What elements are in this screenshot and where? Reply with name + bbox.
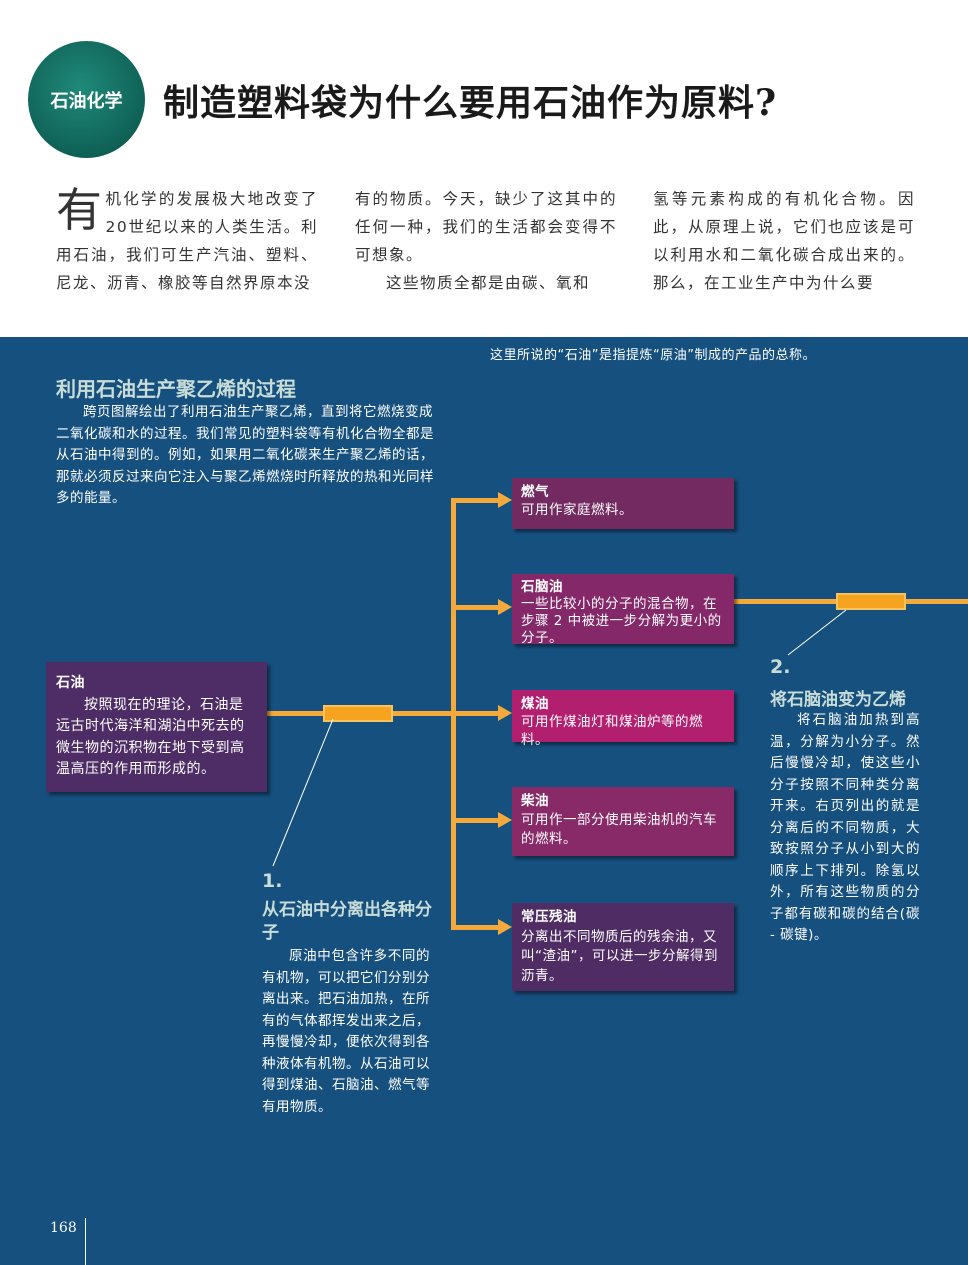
product-desc: 可用作煤油灯和煤油炉等的燃料。	[521, 714, 703, 748]
product-box-gas: 燃气可用作家庭燃料。	[512, 478, 734, 529]
page-number: 168	[50, 1220, 77, 1236]
connector-branch	[451, 711, 499, 716]
step2-title: 将石脑油变为乙烯	[770, 690, 906, 710]
source-body: 按照现在的理论，石油是远古时代海洋和湖泊中死去的微生物的沉积物在地下受到高温高压…	[56, 696, 245, 778]
arrow-icon	[498, 492, 512, 508]
connector-branch	[451, 818, 499, 823]
arrow-icon	[498, 812, 512, 828]
step2-marker	[836, 593, 906, 610]
source-box-petroleum: 石油 按照现在的理论，石油是远古时代海洋和湖泊中死去的微生物的沉积物在地下受到高…	[46, 662, 267, 792]
product-box-diesel: 柴油可用作一部分使用柴油机的汽车的燃料。	[512, 787, 734, 856]
product-name: 煤油	[521, 696, 549, 712]
arrow-icon	[498, 599, 512, 615]
intro-text: 这些物质全都是由碳、氧和	[386, 274, 591, 292]
product-name: 燃气	[521, 484, 549, 500]
diagram-panel	[0, 337, 968, 1265]
category-badge: 石油化学	[28, 41, 145, 158]
step1-body: 原油中包含许多不同的有机物，可以把它们分别分离出来。把石油加热，在所有的气体都挥…	[262, 948, 430, 1115]
intro-text: 有的物质。今天，缺少了这其中的任何一种，我们的生活都会变得不可想象。	[355, 190, 617, 264]
connector-branch	[451, 925, 499, 930]
product-name: 常压残油	[521, 909, 577, 925]
section-title: 利用石油生产聚乙烯的过程	[56, 377, 296, 401]
connector-branch	[451, 605, 499, 610]
product-desc: 可用作家庭燃料。	[521, 502, 633, 518]
source-title: 石油	[56, 675, 85, 691]
intro-column-2: 有的物质。今天，缺少了这其中的任何一种，我们的生活都会变得不可想象。这些物质全都…	[355, 185, 617, 297]
connector-branch	[451, 498, 499, 503]
footnote: 这里所说的“石油”是指提炼“原油”制成的产品的总称。	[490, 348, 816, 363]
step1-marker	[323, 705, 393, 722]
step1-number: 1.	[262, 870, 283, 892]
arrow-icon	[498, 705, 512, 721]
product-box-residue: 常压残油分离出不同物质后的残余油，又叫“渣油”，可以进一步分解得到沥青。	[512, 903, 734, 991]
product-box-kerosene: 煤油可用作煤油灯和煤油炉等的燃料。	[512, 690, 734, 748]
intro-text: 机化学的发展极大地改变了20世纪以来的人类生活。利用石油，我们可生产汽油、塑料、…	[56, 190, 318, 292]
product-name: 石脑油	[521, 579, 563, 595]
product-desc: 可用作一部分使用柴油机的汽车的燃料。	[521, 812, 717, 847]
intro-column-1: 有机化学的发展极大地改变了20世纪以来的人类生活。利用石油，我们可生产汽油、塑料…	[56, 185, 318, 297]
step2-body: 将石脑油加热到高温，分解为小分子。然后慢慢冷却，使这些小分子按照不同种类分离开来…	[770, 712, 920, 943]
page-title: 制造塑料袋为什么要用石油作为原料?	[163, 82, 778, 124]
step1-title: 从石油中分离出各种分子	[262, 900, 432, 943]
page-divider	[85, 1218, 86, 1265]
section-body: 跨页图解绘出了利用石油生产聚乙烯，直到将它燃烧变成二氧化碳和水的过程。我们常见的…	[56, 404, 434, 506]
dropcap: 有	[56, 183, 104, 237]
arrow-icon	[498, 919, 512, 935]
intro-column-3: 氢等元素构成的有机化合物。因此，从原理上说，它们也应该是可以利用水和二氧化碳合成…	[653, 190, 915, 292]
product-box-naphtha: 石脑油一些比较小的分子的混合物，在步骤 2 中被进一步分解为更小的分子。	[512, 574, 734, 646]
step2-number: 2.	[770, 656, 791, 678]
product-desc: 分离出不同物质后的残余油，又叫“渣油”，可以进一步分解得到沥青。	[521, 928, 718, 984]
product-name: 柴油	[521, 793, 549, 809]
product-desc: 一些比较小的分子的混合物，在步骤 2 中被进一步分解为更小的分子。	[521, 596, 722, 646]
